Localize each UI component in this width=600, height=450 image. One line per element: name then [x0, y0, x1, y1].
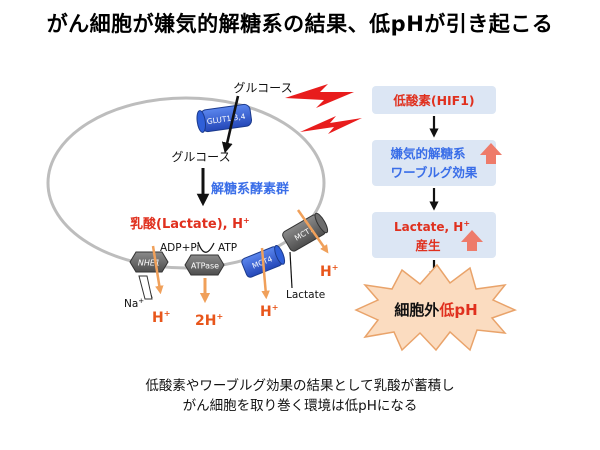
production-label: 産生: [415, 238, 441, 253]
lactate-flow-label: Lactate, H+: [394, 219, 470, 234]
atpase-label: ATPase: [191, 262, 219, 271]
low-ph-burst: [354, 263, 518, 352]
lightning-bolt-upper-icon: [285, 84, 354, 108]
h-ion-nhe1: H+: [152, 309, 170, 326]
nhe1-transporter: NHE1: [129, 251, 169, 273]
page-title: がん細胞が嫌気的解糖系の結果、低pHが引き起こる: [46, 12, 554, 36]
flow-box-glycolysis: [372, 140, 496, 186]
mct1-h-arrow: [296, 209, 329, 254]
atpase-transporter: ATPase: [184, 254, 225, 276]
cell-membrane: [46, 96, 326, 270]
caption-line-2: がん細胞を取り巻く環境は低pHになる: [182, 398, 418, 414]
hypoxia-label: 低酸素(HIF1): [392, 93, 474, 108]
increase-arrow-icon-2: [461, 230, 483, 251]
glucose-arrow: [221, 95, 240, 154]
lactate-label: 乳酸(Lactate), H+: [130, 216, 250, 232]
lactate-line: [289, 251, 293, 289]
caption-line-1: 低酸素やワーブルグ効果の結果として乳酸が蓄積し: [145, 378, 455, 394]
na-label: Na+: [124, 297, 144, 310]
nhe1-label: NHE1: [138, 259, 160, 268]
glucose-outside-label: グルコース: [233, 81, 292, 95]
adp-pi-label: ADP+Pi: [160, 242, 199, 254]
atp-curve: [197, 241, 215, 253]
lactate-out-label: Lactate: [286, 289, 325, 301]
lightning-bolt-lower-icon: [300, 116, 362, 134]
increase-arrow-icon: [480, 143, 502, 164]
h-ion-atpase: 2H+: [195, 312, 223, 329]
h-ion-mct1: H+: [320, 263, 338, 280]
flow-box-hypoxia: [372, 86, 496, 114]
glut-transporter: GLUT1,3,4: [196, 103, 253, 133]
glycolysis-flow-label: 嫌気的解糖系: [389, 146, 466, 161]
na-arrow-icon: [138, 275, 153, 300]
extracellular-low-ph-label: 細胞外低pH: [394, 301, 477, 319]
atp-label: ATP: [218, 242, 237, 254]
warburg-label: ワーブルグ効果: [391, 165, 478, 180]
h-ion-mct4: H+: [260, 303, 278, 320]
nhe1-h-arrow: [151, 245, 164, 295]
glucose-inside-label: グルコース: [171, 150, 230, 164]
glycolysis-label: 解糖系酵素群: [210, 181, 289, 197]
flow-box-lactate: [372, 212, 496, 258]
mct4-h-arrow: [260, 247, 270, 300]
